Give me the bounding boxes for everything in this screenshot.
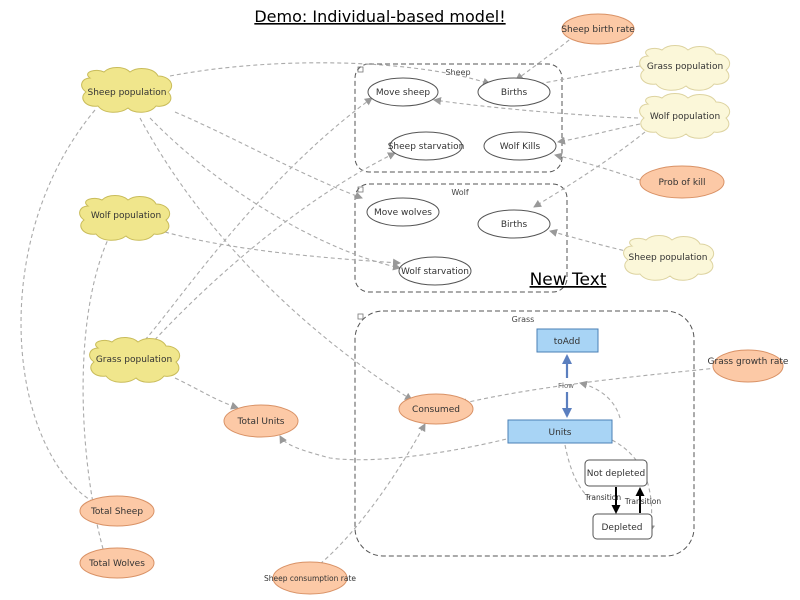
wolf-births-label: Births: [501, 220, 528, 230]
not-depleted-label: Not depleted: [587, 469, 645, 479]
cloud-sheep-population[interactable]: Sheep population: [81, 67, 173, 113]
wolf-population-label: Wolf population: [91, 211, 161, 221]
action-move-sheep[interactable]: Move sheep: [367, 77, 439, 107]
sheep-starvation-label: Sheep starvation: [388, 142, 465, 152]
ghost-grass-population-label: Grass population: [647, 62, 723, 72]
group-sheep-label: Sheep: [445, 68, 470, 77]
consumed-label: Consumed: [412, 405, 460, 415]
output-total-units[interactable]: Total Units: [223, 404, 299, 438]
param-prob-of-kill[interactable]: Prob of kill: [639, 165, 725, 199]
grass-growth-rate-label: Grass growth rate: [708, 357, 789, 367]
cloud-grass-population[interactable]: Grass population: [89, 337, 181, 383]
param-sheep-consumption-rate[interactable]: Sheep consumption rate: [264, 561, 356, 595]
stock-units[interactable]: Units: [507, 419, 613, 444]
transition-1-label: Transition: [584, 493, 622, 502]
units-label: Units: [548, 428, 571, 438]
flow-arrow[interactable]: Flow: [558, 354, 574, 418]
move-wolves-label: Move wolves: [374, 208, 432, 218]
ghost-sheep-population-label: Sheep population: [629, 253, 708, 263]
transition-to-depleted[interactable]: Transition: [584, 487, 622, 514]
cloud-wolf-population[interactable]: Wolf population: [79, 195, 171, 241]
sheep-population-label: Sheep population: [88, 88, 167, 98]
output-total-wolves[interactable]: Total Wolves: [79, 547, 155, 579]
sheep-births-label: Births: [501, 88, 528, 98]
total-units-label: Total Units: [237, 417, 285, 427]
state-not-depleted[interactable]: Not depleted: [584, 459, 648, 487]
group-wolf-label: Wolf: [451, 188, 469, 197]
new-text-label[interactable]: New Text: [530, 270, 607, 290]
action-sheep-births[interactable]: Births: [477, 77, 551, 107]
wolf-starvation-label: Wolf starvation: [401, 267, 469, 277]
action-wolf-kills[interactable]: Wolf Kills: [483, 131, 557, 161]
transition-to-not-depleted[interactable]: Transition: [624, 487, 662, 513]
action-move-wolves[interactable]: Move wolves: [366, 197, 440, 227]
depleted-label: Depleted: [602, 523, 643, 533]
action-sheep-starvation[interactable]: Sheep starvation: [388, 131, 465, 161]
move-sheep-label: Move sheep: [376, 88, 430, 98]
ghost-wolf-population[interactable]: Wolf population: [639, 93, 731, 139]
sheep-birth-rate-label: Sheep birth rate: [561, 25, 635, 35]
stock-to-add[interactable]: toAdd: [536, 328, 599, 353]
action-wolf-starvation[interactable]: Wolf starvation: [398, 256, 472, 286]
total-wolves-label: Total Wolves: [88, 559, 145, 569]
ghost-grass-population[interactable]: Grass population: [639, 45, 731, 91]
ghost-wolf-population-label: Wolf population: [650, 112, 720, 122]
group-grass[interactable]: Grass: [354, 310, 695, 557]
param-sheep-birth-rate[interactable]: Sheep birth rate: [561, 13, 635, 45]
group-grass-label: Grass: [512, 315, 535, 324]
total-sheep-label: Total Sheep: [90, 507, 143, 517]
grass-population-label: Grass population: [96, 355, 172, 365]
links: [20, 30, 718, 565]
to-add-label: toAdd: [554, 337, 580, 347]
ghost-sheep-population[interactable]: Sheep population: [623, 235, 715, 281]
sheep-consumption-rate-label: Sheep consumption rate: [264, 574, 356, 583]
group-sheep[interactable]: Sheep: [354, 63, 563, 173]
diagram-title: Demo: Individual-based model!: [254, 7, 505, 26]
prob-of-kill-label: Prob of kill: [658, 178, 705, 188]
wolf-kills-label: Wolf Kills: [500, 142, 541, 152]
state-depleted[interactable]: Depleted: [592, 513, 653, 540]
transition-2-label: Transition: [624, 497, 662, 506]
output-total-sheep[interactable]: Total Sheep: [79, 495, 155, 527]
param-grass-growth-rate[interactable]: Grass growth rate: [708, 349, 789, 383]
action-wolf-births[interactable]: Births: [477, 209, 551, 239]
output-consumed[interactable]: Consumed: [398, 393, 474, 425]
flow-label: Flow: [558, 382, 574, 390]
